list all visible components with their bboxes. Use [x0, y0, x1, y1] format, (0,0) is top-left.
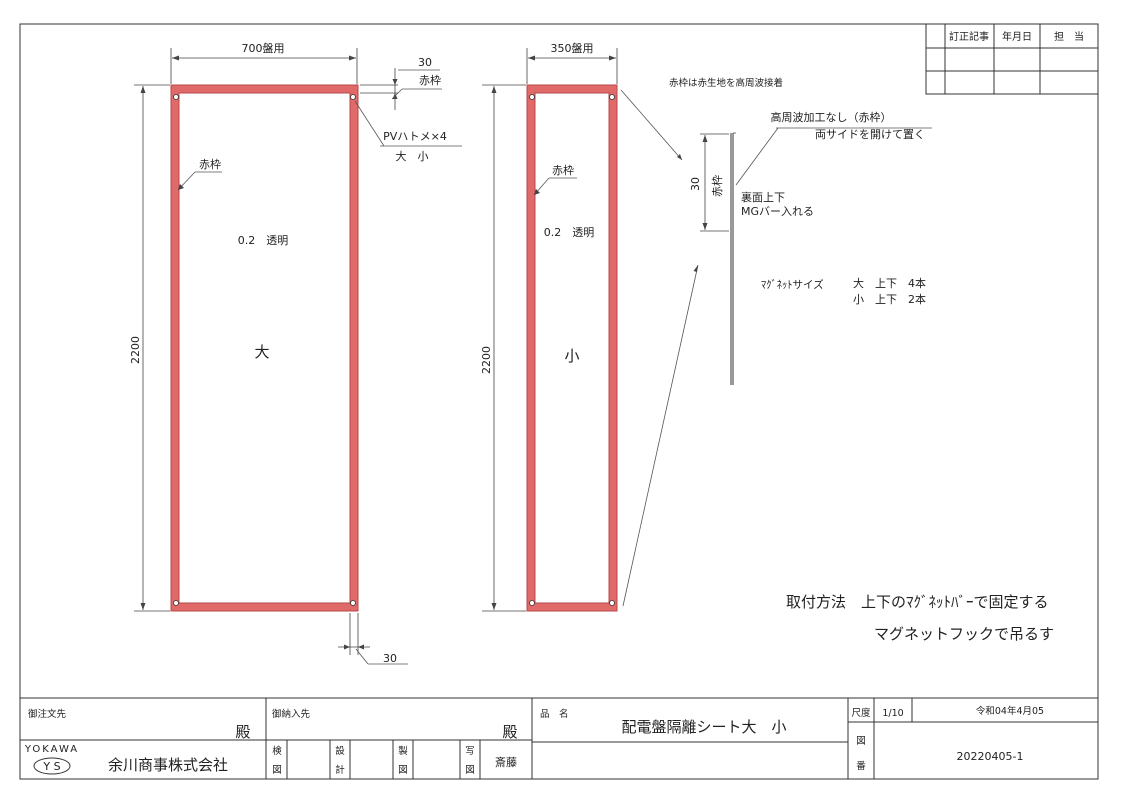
- large-bottom-dim: 30: [383, 652, 397, 665]
- section-frame-label: 赤枠: [710, 175, 724, 197]
- product-name: 配電盤隔離シート大 小: [621, 718, 786, 736]
- title-block: 御注文先 殿 御納入先 殿 YOKAWA Y S 余川商事株式会社 検 図 設 …: [20, 697, 1098, 779]
- drafter-name: 斎藤: [495, 755, 517, 769]
- magnet-small: 小 上下 2本: [853, 292, 926, 306]
- small-material-label: 0.2 透明: [544, 226, 595, 239]
- large-width-label: 700盤用: [242, 42, 285, 55]
- check-label: 図: [272, 765, 282, 776]
- section-dim: 30: [689, 177, 702, 191]
- small-panel-drawing: 350盤用 2200 赤枠 0.2 透明 小: [480, 42, 618, 612]
- grommet-icon: [350, 600, 356, 606]
- design-label: 設: [335, 745, 345, 757]
- orderer-label: 御注文先: [28, 708, 67, 720]
- small-size-mark: 小: [564, 347, 579, 365]
- grommet-sublabel: 大 小: [396, 149, 429, 163]
- grommet-icon: [609, 600, 615, 606]
- small-panel-red-frame: [526, 84, 618, 612]
- grommet-icon: [529, 94, 535, 100]
- delivery-label: 御納入先: [272, 708, 311, 720]
- large-panel-inner-edge: [178, 92, 351, 604]
- drafting-label: 図: [398, 765, 408, 776]
- large-top-frame-label: 赤枠: [419, 73, 441, 87]
- grommet-icon: [529, 600, 535, 606]
- grommet-icon: [609, 94, 615, 100]
- revision-col-date: 年月日: [1002, 30, 1032, 43]
- hf-note-line1: 高周波加工なし（赤枠）: [771, 110, 892, 124]
- large-height-label: 2200: [129, 336, 142, 364]
- magnet-size-label: ﾏｸﾞﾈｯﾄサイズ: [761, 278, 824, 291]
- drafting-label: 製: [398, 745, 408, 757]
- check-label: 検: [272, 745, 282, 757]
- install-method-line2: マグネットフックで吊るす: [874, 625, 1054, 643]
- red-frame-note: 赤枠は赤生地を高周波接着: [669, 77, 783, 89]
- small-width-label: 350盤用: [551, 42, 594, 55]
- large-panel-red-frame: [170, 84, 359, 612]
- copy-label: 図: [465, 765, 475, 776]
- grommet-icon: [350, 94, 356, 100]
- scale-value: 1/10: [882, 708, 903, 719]
- revision-table: 訂正記事 年月日 担 当: [925, 23, 1099, 95]
- grommet-label: PVハトメ×4: [383, 130, 447, 143]
- company-name: 余川商事株式会社: [108, 756, 228, 774]
- install-method-line1: 取付方法 上下のﾏｸﾞﾈｯﾄﾊﾞｰで固定する: [786, 593, 1049, 611]
- copy-label: 写: [465, 746, 475, 757]
- logo-mark: Y S: [42, 760, 60, 773]
- product-label: 品 名: [540, 708, 569, 720]
- small-frame-label: 赤枠: [552, 163, 574, 177]
- sheet-border: [19, 23, 1099, 780]
- magnet-large: 大 上下 4本: [853, 276, 926, 290]
- company-logo-icon: [33, 757, 71, 775]
- large-panel-outer-edge: [170, 84, 359, 612]
- back-note-line2: MGバー入れる: [741, 205, 814, 218]
- small-panel-inner-edge: [534, 92, 610, 604]
- small-panel-outer-edge: [526, 84, 618, 612]
- design-label: 計: [335, 764, 345, 776]
- drawing-no-label: 番: [856, 760, 866, 772]
- large-size-mark: 大: [254, 343, 269, 361]
- logo-top: YOKAWA: [24, 744, 79, 755]
- large-frame-label: 赤枠: [199, 157, 221, 171]
- large-panel-drawing: 700盤用 2200 30 赤枠 PVハトメ×4 大 小 赤枠 0.2 透明 大: [129, 42, 462, 665]
- back-note-line1: 裏面上下: [741, 190, 785, 204]
- grommet-icon: [173, 94, 179, 100]
- large-top-frame-dim: 30: [418, 56, 432, 69]
- drawing-number: 20220405-1: [957, 750, 1024, 763]
- drawing-date: 令和04年4月05: [976, 705, 1044, 717]
- revision-col-notes: 訂正記事: [949, 30, 989, 43]
- revision-col-person: 担 当: [1054, 30, 1084, 43]
- orderer-honorific: 殿: [235, 723, 250, 741]
- hf-note-line2: 両サイドを開けて置く: [815, 128, 925, 141]
- large-material-label: 0.2 透明: [238, 234, 289, 247]
- grommet-icon: [173, 600, 179, 606]
- small-height-label: 2200: [480, 346, 493, 374]
- drawing-no-label: 図: [856, 736, 866, 747]
- delivery-honorific: 殿: [502, 723, 517, 741]
- scale-label: 尺度: [851, 707, 871, 719]
- section-detail: 赤枠は赤生地を高周波接着 30 赤枠 高周波加工なし（赤枠） 両サイドを開けて置…: [620, 77, 932, 607]
